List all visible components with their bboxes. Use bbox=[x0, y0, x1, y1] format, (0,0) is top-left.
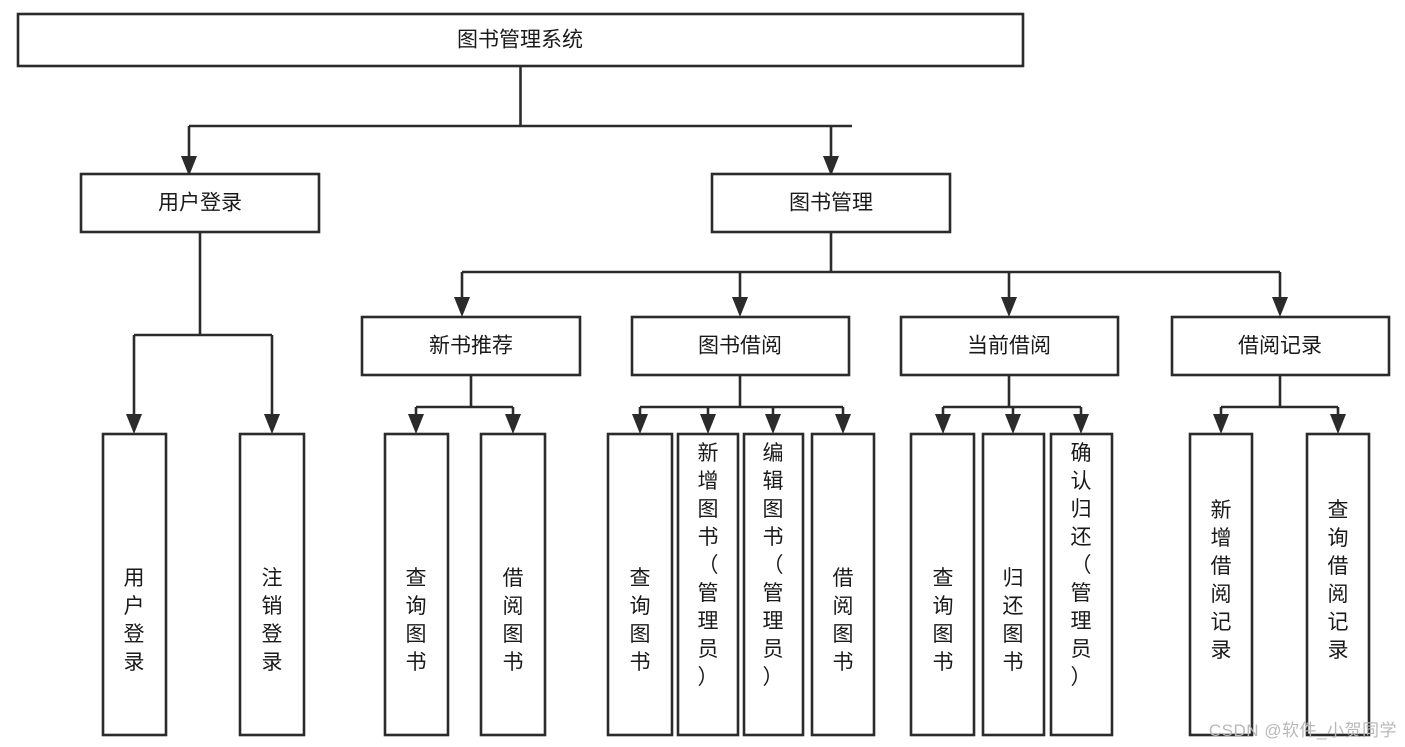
arrowhead-leaf-query-record bbox=[1330, 414, 1346, 434]
node-leaf-user-logout[interactable]: 注销登录 bbox=[238, 432, 306, 737]
arrowhead-leaf-query-book-2 bbox=[632, 414, 648, 434]
node-new-book-recommend-label: 新书推荐 bbox=[429, 335, 513, 358]
node-current-borrow-box[interactable] bbox=[899, 315, 1120, 377]
arrowhead-leaf-return-book bbox=[1005, 414, 1021, 434]
node-leaf-user-login[interactable]: 用户登录 bbox=[101, 432, 168, 737]
node-leaf-borrow-book-2[interactable]: 借阅图书 bbox=[810, 432, 876, 737]
connector-book-manage-to-level2 bbox=[454, 232, 1288, 317]
node-leaf-query-book-2-box[interactable] bbox=[606, 432, 674, 737]
node-leaf-query-record[interactable]: 查询借阅记录 bbox=[1305, 432, 1371, 737]
node-leaf-query-book-2-label: 查询图书 bbox=[630, 567, 651, 674]
node-leaf-query-book-1-label: 查询图书 bbox=[406, 567, 427, 674]
node-root-label: 图书管理系统 bbox=[457, 29, 583, 52]
node-leaf-query-book-1[interactable]: 查询图书 bbox=[383, 432, 450, 737]
node-borrow-record-label: 借阅记录 bbox=[1238, 335, 1322, 358]
node-leaf-borrow-book-2-box[interactable] bbox=[810, 432, 876, 737]
node-leaf-query-book-2[interactable]: 查询图书 bbox=[606, 432, 674, 737]
arrowhead-leaf-user-login bbox=[126, 414, 142, 434]
arrowhead-leaf-borrow-book-2 bbox=[835, 414, 851, 434]
node-leaf-add-record-box[interactable] bbox=[1188, 432, 1254, 737]
node-leaf-user-login-box[interactable] bbox=[101, 432, 168, 737]
connector-user-login-to-leaves bbox=[126, 232, 280, 434]
node-leaf-add-book[interactable]: 新增图书（管理员） bbox=[676, 432, 740, 737]
arrowhead-borrow-record bbox=[1272, 297, 1288, 317]
node-leaf-confirm-return-box[interactable] bbox=[1049, 432, 1114, 737]
node-leaf-query-book-1-box[interactable] bbox=[383, 432, 450, 737]
node-leaf-edit-book-box[interactable] bbox=[742, 432, 805, 737]
node-current-borrow[interactable]: 当前借阅 bbox=[899, 315, 1120, 377]
node-book-manage-box[interactable] bbox=[710, 172, 952, 234]
node-leaf-return-book-box[interactable] bbox=[981, 432, 1046, 737]
node-user-login[interactable]: 用户登录 bbox=[79, 172, 321, 234]
node-new-book-recommend-box[interactable] bbox=[360, 315, 582, 377]
node-leaf-query-book-3-box[interactable] bbox=[909, 432, 976, 737]
connector-layer bbox=[126, 66, 1346, 434]
arrowhead-new-book-recommend bbox=[454, 297, 470, 317]
node-user-login-box[interactable] bbox=[79, 172, 321, 234]
arrowhead-leaf-edit-book bbox=[765, 414, 781, 434]
node-leaf-return-book[interactable]: 归还图书 bbox=[981, 432, 1046, 737]
node-layer: 图书管理系统 用户登录 图书管理 新书推荐 图书借阅 当前借阅 借阅记录 bbox=[16, 12, 1391, 737]
node-leaf-user-logout-label: 注销登录 bbox=[262, 567, 283, 674]
node-leaf-borrow-book-1-label: 借阅图书 bbox=[503, 567, 524, 674]
node-borrow-record[interactable]: 借阅记录 bbox=[1170, 315, 1391, 377]
arrowhead-leaf-add-book bbox=[700, 414, 716, 434]
arrowhead-leaf-confirm-return bbox=[1073, 414, 1089, 434]
node-new-book-recommend[interactable]: 新书推荐 bbox=[360, 315, 582, 377]
node-book-manage[interactable]: 图书管理 bbox=[710, 172, 952, 234]
node-leaf-add-record[interactable]: 新增借阅记录 bbox=[1188, 432, 1254, 737]
node-leaf-edit-book[interactable]: 编辑图书（管理员） bbox=[742, 432, 805, 737]
arrowhead-leaf-query-book-1 bbox=[408, 414, 424, 434]
arrowhead-leaf-borrow-book-1 bbox=[505, 414, 521, 434]
node-leaf-query-book-3-label: 查询图书 bbox=[933, 567, 954, 674]
connector-current-borrow-to-leaves bbox=[935, 375, 1089, 434]
node-leaf-edit-book-label: 编辑图书（管理员） bbox=[763, 442, 784, 689]
node-leaf-confirm-return-label: 确认归还（管理员） bbox=[1071, 442, 1092, 689]
arrowhead-user-login bbox=[181, 156, 197, 176]
arrowhead-leaf-user-logout bbox=[264, 414, 280, 434]
node-book-borrow-box[interactable] bbox=[630, 315, 851, 377]
node-current-borrow-label: 当前借阅 bbox=[967, 335, 1051, 358]
node-root[interactable]: 图书管理系统 bbox=[16, 12, 1025, 68]
connector-borrow-record-to-leaves bbox=[1213, 375, 1346, 434]
node-leaf-borrow-book-2-label: 借阅图书 bbox=[833, 567, 854, 674]
node-book-borrow-label: 图书借阅 bbox=[698, 335, 782, 358]
node-root-box[interactable] bbox=[16, 12, 1025, 68]
arrowhead-leaf-add-record bbox=[1213, 414, 1229, 434]
connector-book-borrow-to-leaves bbox=[632, 375, 851, 434]
node-book-borrow[interactable]: 图书借阅 bbox=[630, 315, 851, 377]
arrowhead-leaf-query-book-3 bbox=[935, 414, 951, 434]
node-book-manage-label: 图书管理 bbox=[789, 192, 873, 215]
connector-new-book-recommend-to-leaves bbox=[408, 375, 521, 434]
node-leaf-query-book-3[interactable]: 查询图书 bbox=[909, 432, 976, 737]
node-leaf-user-logout-box[interactable] bbox=[238, 432, 306, 737]
node-leaf-query-record-box[interactable] bbox=[1305, 432, 1371, 737]
node-leaf-return-book-label: 归还图书 bbox=[1003, 567, 1024, 674]
node-borrow-record-box[interactable] bbox=[1170, 315, 1391, 377]
node-leaf-query-record-label: 查询借阅记录 bbox=[1328, 499, 1349, 662]
connector-root-to-level1 bbox=[181, 66, 852, 176]
arrowhead-book-manage bbox=[823, 156, 839, 176]
node-leaf-borrow-book-1[interactable]: 借阅图书 bbox=[479, 432, 547, 737]
node-leaf-user-login-label: 用户登录 bbox=[124, 567, 145, 674]
node-leaf-confirm-return[interactable]: 确认归还（管理员） bbox=[1049, 432, 1114, 737]
node-leaf-borrow-book-1-box[interactable] bbox=[479, 432, 547, 737]
arrowhead-book-borrow bbox=[732, 297, 748, 317]
arrowhead-current-borrow bbox=[1001, 297, 1017, 317]
node-user-login-label: 用户登录 bbox=[158, 192, 242, 215]
node-leaf-add-record-label: 新增借阅记录 bbox=[1211, 499, 1232, 662]
node-leaf-add-book-box[interactable] bbox=[676, 432, 740, 737]
node-leaf-add-book-label: 新增图书（管理员） bbox=[698, 442, 719, 689]
